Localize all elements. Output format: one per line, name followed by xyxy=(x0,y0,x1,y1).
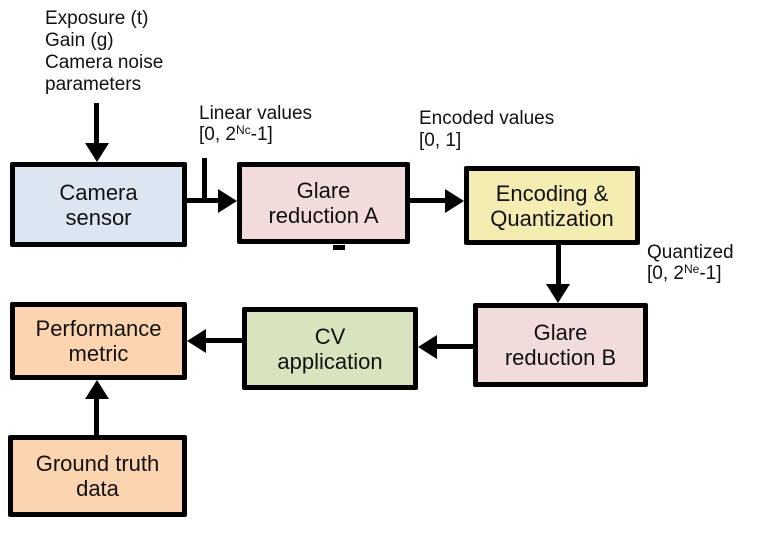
encoded-values-range: [0, 1] xyxy=(419,130,462,151)
camera-sensor-node: Camera sensor xyxy=(10,162,187,247)
ground-truth-node: Ground truth data xyxy=(8,435,187,517)
arrow-glare-a-to-encoding-head xyxy=(445,189,464,213)
arrow-glare-b-to-cv-head xyxy=(418,335,437,359)
linear-values-range: [0, 2Nc-1] xyxy=(199,123,273,145)
arrow-inputs-to-camera-line xyxy=(94,103,99,146)
linear-values-label: Linear values xyxy=(199,103,313,124)
encoded-values-label: Encoded values xyxy=(419,108,555,129)
cv-application-node: CV application xyxy=(242,307,418,390)
arrow-encoding-to-glare-b-head xyxy=(546,284,570,303)
camera-inputs-label: Exposure (t) Gain (g) Camera noise param… xyxy=(45,8,164,95)
linear-values-leader-tick xyxy=(202,158,207,203)
arrow-cv-to-performance-line xyxy=(204,338,244,343)
glare-reduction-b-node: Glare reduction B xyxy=(473,303,648,387)
arrow-ground-truth-to-performance-line xyxy=(94,397,99,436)
arrow-camera-to-glare-a-line xyxy=(185,198,220,203)
superscript-ne: Ne xyxy=(683,262,700,276)
glare-reduction-a-node: Glare reduction A xyxy=(237,162,410,244)
arrow-encoding-to-glare-b-line xyxy=(556,243,561,286)
performance-metric-node: Performance metric xyxy=(10,302,187,380)
encoding-quantization-node: Encoding & Quantization xyxy=(464,166,640,245)
quantized-range: [0, 2Ne-1] xyxy=(647,262,722,284)
arrow-inputs-to-camera-head xyxy=(85,143,109,162)
arrow-ground-truth-to-performance-head xyxy=(85,380,109,399)
arrow-glare-a-to-encoding-line xyxy=(408,198,447,203)
glare-a-bottom-stub xyxy=(333,245,345,250)
quantized-label: Quantized xyxy=(647,242,734,263)
arrow-cv-to-performance-head xyxy=(187,329,206,353)
arrow-camera-to-glare-a-head xyxy=(218,189,237,213)
arrow-glare-b-to-cv-line xyxy=(435,344,475,349)
superscript-nc: Nc xyxy=(235,123,251,137)
